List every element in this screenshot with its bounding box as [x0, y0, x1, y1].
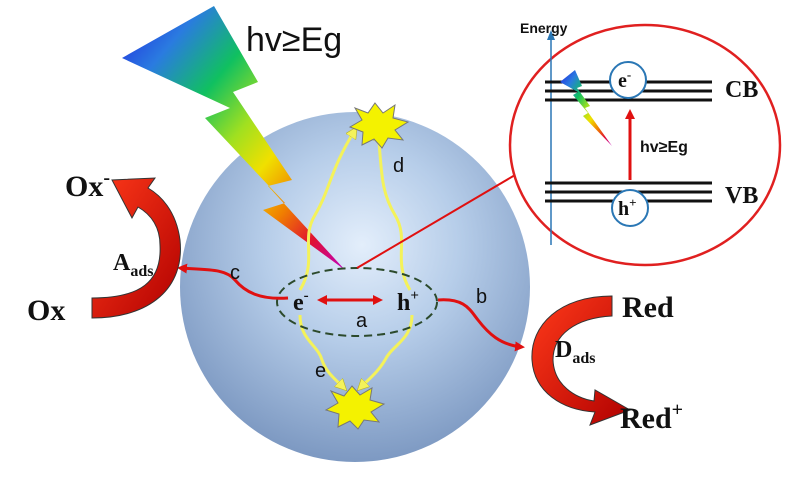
reduction-flow-arrow: [91, 177, 181, 319]
energy-axis-label: Energy: [520, 20, 568, 36]
reductant-reactant-label: Red: [622, 291, 674, 324]
oxidant-reactant-label: Ox: [27, 294, 65, 327]
inset-photon-bolt-icon: [560, 70, 612, 146]
pathway-label-e: e: [315, 360, 326, 382]
oxidation-flow-arrow: [531, 295, 632, 426]
hole-migration-arrow-b: [437, 298, 525, 352]
reductant-product-label: Red+: [620, 399, 683, 435]
photon-energy-label: hv≥Eg: [246, 21, 342, 59]
valence-band-label: VB: [725, 183, 758, 209]
pathway-label-c: c: [230, 262, 240, 284]
surface-recombination-burst-icon: [348, 102, 410, 149]
surface-recombination-path-d-left: [298, 130, 355, 291]
inset-hole: h+: [618, 195, 637, 220]
oxidant-product-label: Ox-: [65, 167, 110, 203]
surface-recombination-path-d-right: [378, 132, 412, 291]
volume-recombination-path-e-right: [360, 314, 414, 388]
pathway-label-b: b: [476, 286, 487, 308]
inset-electron-circle: [609, 61, 647, 99]
adsorbed-acceptor-label: Aads: [113, 250, 153, 280]
inset-excitation-label: hv≥Eg: [640, 139, 688, 156]
conduction-band-label: CB: [725, 77, 758, 103]
particle-hole: h+: [397, 288, 419, 316]
inset-hole-circle: [611, 189, 649, 227]
energy-axis-arrow-icon: [547, 30, 555, 40]
photon-lightning-bolt: [122, 6, 345, 270]
pathway-label-d: d: [393, 155, 404, 177]
volume-recombination-path-e-left: [298, 314, 344, 388]
adsorbed-donor-label: Dads: [555, 337, 595, 367]
volume-recombination-burst-icon: [324, 385, 386, 430]
semiconductor-particle: [180, 112, 530, 462]
inset-callout-line: [356, 174, 516, 269]
electron-migration-arrow-c: [177, 263, 289, 300]
inset-electron: e-: [618, 67, 631, 92]
pathway-label-a: a: [356, 310, 368, 332]
particle-electron: e-: [293, 288, 309, 316]
